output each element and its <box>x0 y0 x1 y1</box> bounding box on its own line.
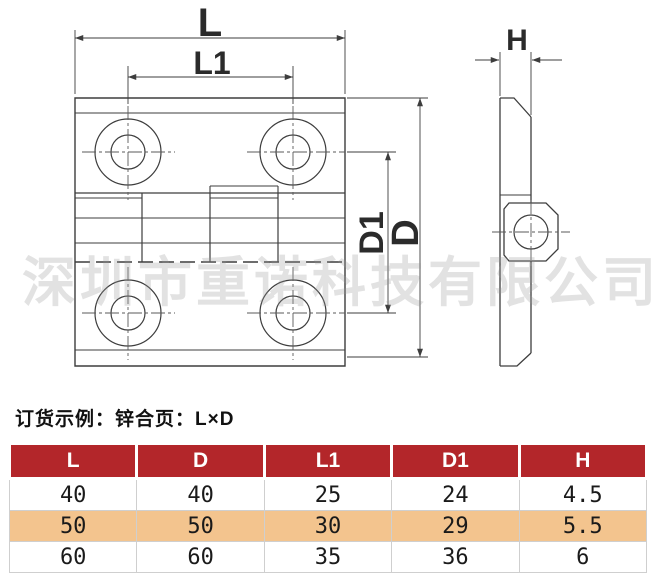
spec-cell: 50 <box>8 510 138 542</box>
spec-header-L: L <box>7 442 139 480</box>
spec-cell: 4.5 <box>518 478 648 511</box>
hinge-side-view <box>492 52 570 367</box>
dim-label-D: D <box>385 219 427 246</box>
spec-cell: 40 <box>8 478 138 511</box>
spec-header-D: D <box>135 442 266 480</box>
dim-label-L1: L1 <box>193 45 230 81</box>
spec-header-L1: L1 <box>262 442 394 480</box>
spec-cell: 5.5 <box>518 510 648 542</box>
dim-label-L: L <box>198 1 222 45</box>
front-view-dimensions <box>74 30 428 358</box>
table-row: 40 40 25 24 4.5 <box>8 478 648 511</box>
spec-cell: 25 <box>263 478 393 511</box>
table-row: 60 60 35 36 6 <box>8 541 648 573</box>
hinge-front-view <box>74 97 346 367</box>
spec-header-D1: D1 <box>390 442 521 480</box>
spec-cell: 29 <box>391 510 520 542</box>
spec-cell: 60 <box>8 541 138 573</box>
spec-header-H: H <box>517 442 649 480</box>
spec-cell: 35 <box>263 541 393 573</box>
spec-cell: 40 <box>136 478 265 511</box>
spec-cell: 6 <box>518 541 648 573</box>
hinge-technical-drawing: L L1 D1 D H <box>74 1 570 367</box>
table-row-highlighted: 50 50 30 29 5.5 <box>8 510 648 542</box>
spec-cell: 50 <box>136 510 265 542</box>
hole-centerlines <box>82 106 345 360</box>
spec-cell: 36 <box>391 541 520 573</box>
dim-label-D1: D1 <box>353 211 391 254</box>
spec-table-header-row: L D L1 D1 H <box>7 442 649 480</box>
spec-cell: 60 <box>136 541 265 573</box>
spec-table: L D L1 D1 H 40 40 25 24 4.5 50 50 30 29 … <box>7 442 649 573</box>
spec-cell: 30 <box>263 510 393 542</box>
order-example-caption: 订货示例：锌合页：L×D <box>15 409 235 430</box>
spec-cell: 24 <box>391 478 520 511</box>
dim-label-H: H <box>506 24 528 57</box>
